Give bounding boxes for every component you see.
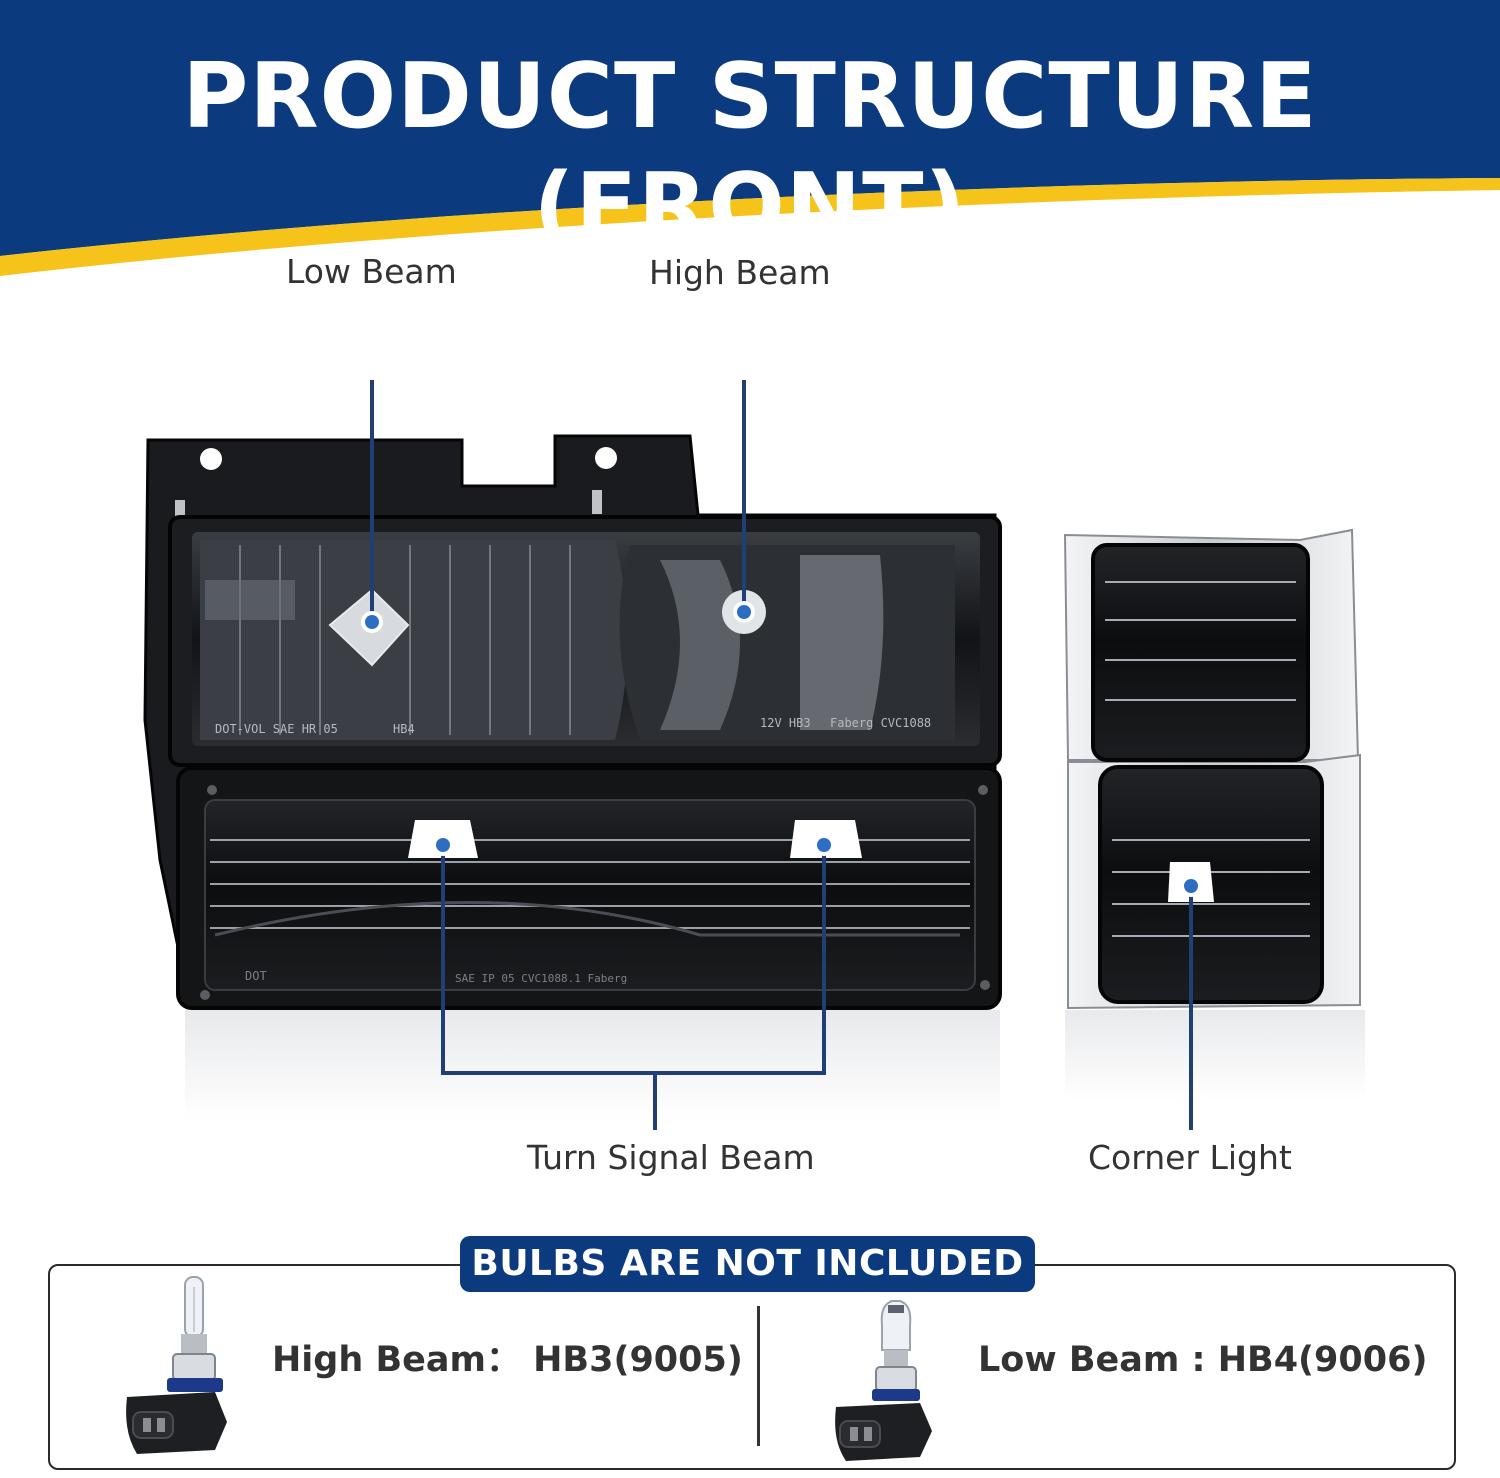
label-high-beam: High Beam	[649, 253, 831, 292]
hb3-bulb-icon	[126, 1276, 227, 1454]
lens-marking-hb3: 12V HB3	[760, 716, 811, 730]
headlight-assembly-illustration: DOT-VOL SAE HR 05 HB4 12V HB3 Faberg CVC…	[143, 380, 1365, 1130]
bulb-divider	[757, 1306, 760, 1446]
high-beam-bulb-spec: High Beam： HB3(9005)	[272, 1340, 743, 1380]
label-corner-light: Corner Light	[1088, 1138, 1292, 1177]
signal-marking: SAE IP 05 CVC1088.1 Faberg	[455, 972, 627, 985]
label-turn-signal-beam: Turn Signal Beam	[527, 1138, 815, 1177]
page-title: PRODUCT STRUCTURE (FRONT)	[182, 44, 1318, 259]
lens-marking-hb4: HB4	[393, 722, 415, 736]
lens-marking-brand: Faberg CVC1088	[830, 716, 931, 730]
header-banner	[0, 0, 1500, 276]
bulbs-not-included-badge: BULBS ARE NOT INCLUDED	[460, 1236, 1035, 1292]
label-low-beam: Low Beam	[286, 252, 457, 291]
signal-marking-dot: DOT	[245, 969, 267, 983]
low-beam-bulb-spec: Low Beam : HB4(9006)	[978, 1340, 1428, 1380]
lens-marking-low: DOT-VOL SAE HR 05	[215, 722, 338, 736]
hb4-bulb-icon	[835, 1300, 932, 1461]
